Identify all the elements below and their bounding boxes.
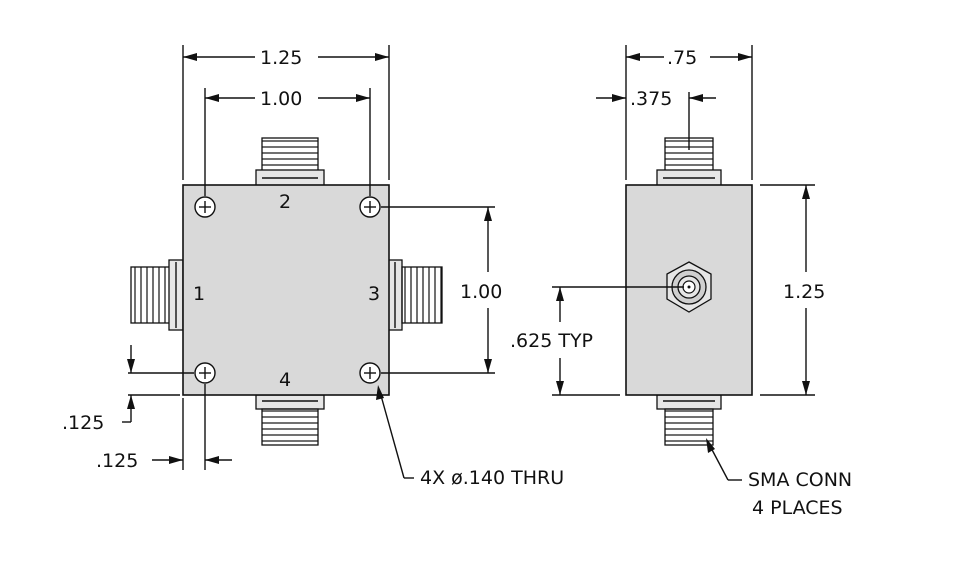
- hole-callout: 4X ø.140 THRU: [376, 385, 564, 489]
- svg-text:4 PLACES: 4 PLACES: [752, 497, 843, 519]
- port-label-3: 3: [368, 283, 380, 305]
- dim-edge-offset-vertical: .125: [62, 345, 194, 434]
- side-connector-front: [666, 261, 712, 313]
- svg-text:.125: .125: [62, 412, 104, 434]
- svg-text:1.25: 1.25: [260, 47, 302, 69]
- mounting-hole-bottom-left: [194, 362, 216, 384]
- side-view: .75 .375 1.25 .: [510, 45, 852, 519]
- mounting-hole-top-left: [194, 196, 216, 218]
- port-label-1: 1: [193, 283, 205, 305]
- connector-port-1: [130, 259, 184, 331]
- connector-port-3: [387, 259, 443, 331]
- dim-edge-offset-horizontal: .125: [96, 384, 232, 472]
- svg-text:.125: .125: [96, 450, 138, 472]
- dim-hole-spacing-width: 1.00: [204, 88, 371, 196]
- dim-overall-width: 1.25: [182, 45, 390, 180]
- svg-text:.625 TYP: .625 TYP: [510, 330, 593, 352]
- mounting-hole-top-right: [359, 196, 381, 218]
- dim-side-width: .75: [625, 45, 753, 180]
- connector-port-2: [255, 137, 325, 187]
- dim-port-height: .625 TYP: [510, 286, 684, 396]
- svg-text:.75: .75: [667, 47, 697, 69]
- dim-side-height: 1.25: [760, 184, 825, 396]
- svg-text:1.00: 1.00: [460, 281, 502, 303]
- svg-text:SMA CONN: SMA CONN: [748, 469, 852, 491]
- front-view: 1 2 3 4 1.25 1.00: [62, 45, 564, 489]
- svg-text:.375: .375: [630, 88, 672, 110]
- port-label-2: 2: [279, 191, 291, 213]
- mounting-hole-bottom-right: [359, 362, 381, 384]
- svg-text:1.25: 1.25: [783, 281, 825, 303]
- connector-port-4: [255, 394, 325, 446]
- side-connector-bottom: [656, 394, 722, 446]
- sma-callout: SMA CONN 4 PLACES: [706, 438, 852, 519]
- dim-hole-spacing-height: 1.00: [381, 206, 502, 374]
- svg-text:1.00: 1.00: [260, 88, 302, 110]
- svg-text:4X ø.140 THRU: 4X ø.140 THRU: [420, 467, 564, 489]
- front-housing: [182, 184, 390, 396]
- dim-side-center-offset: .375: [596, 88, 716, 150]
- port-label-4: 4: [279, 369, 291, 391]
